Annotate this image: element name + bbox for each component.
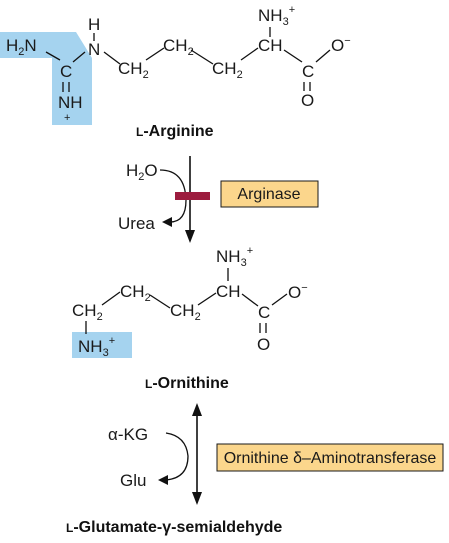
bond: [241, 293, 259, 307]
guanidino-highlight: [0, 32, 92, 125]
glu-label: Glu: [120, 471, 146, 490]
arg-nh3: NH3+: [258, 4, 295, 28]
orn-o-double: O: [257, 335, 270, 354]
orn-ch2-c: CH2: [170, 301, 201, 323]
bond: [103, 51, 121, 65]
regulation-bar: [175, 192, 210, 200]
arg-carboxyl-c: C: [302, 62, 314, 81]
akg-glu-curve: [165, 432, 189, 481]
orn-ch2-a: CH2: [72, 301, 103, 323]
glutamate-semialdehyde-name: L-Glutamate-γ-semialdehyde: [66, 519, 282, 536]
arg-o-double: O: [301, 91, 314, 110]
bond: [315, 49, 331, 63]
bond: [271, 293, 288, 306]
arg-alpha-ch: CH: [258, 36, 283, 55]
arg-ch2-a: CH2: [118, 59, 149, 81]
orn-carboxyl-c: C: [258, 303, 270, 322]
aminotransferase-step: α-KG Glu Ornithine δ–Aminotransferase: [108, 403, 444, 505]
ornithine-name: L-Ornithine: [145, 375, 229, 392]
aminotransferase-box: [216, 443, 444, 472]
bond: [283, 49, 303, 63]
bond: [240, 47, 259, 61]
bond: [72, 51, 86, 63]
urea-arrowhead: [162, 217, 172, 227]
bond: [45, 51, 61, 61]
bond: [197, 292, 217, 306]
arg-guanidino-c: C: [60, 62, 72, 81]
orn-alpha-ch: CH: [216, 282, 241, 301]
arrowhead-down: [192, 492, 202, 505]
arg-amide-n: N: [88, 40, 100, 59]
arginase-label: Arginase: [237, 186, 300, 203]
arginine-structure: H2N C H N NH + CH2 CH2 CH2 CH NH3+ C O−: [0, 4, 351, 125]
bond: [145, 47, 165, 61]
arg-h2n-label: H2N: [6, 36, 37, 58]
orn-side-nh3: NH3+: [78, 335, 115, 359]
arg-nh-label: NH: [58, 93, 83, 112]
akg-label: α-KG: [108, 425, 148, 444]
arg-nh-plus: +: [64, 112, 70, 124]
arg-amide-h: H: [88, 15, 100, 34]
glu-arrowhead: [158, 475, 168, 485]
arg-o-minus: O−: [331, 35, 351, 55]
arginine-name: L-Arginine: [136, 123, 214, 140]
arg-ch2-b: CH2: [163, 36, 194, 58]
aminotransferase-label: Ornithine δ–Aminotransferase: [224, 450, 437, 467]
bond: [149, 294, 171, 309]
urea-label: Urea: [118, 214, 155, 233]
water-label: H2O: [126, 161, 158, 183]
arrowhead-up: [192, 403, 202, 416]
arrowhead: [185, 230, 195, 243]
orn-o-minus: O−: [288, 282, 308, 302]
arg-ch2-c: CH2: [212, 59, 243, 81]
bond: [101, 291, 121, 306]
orn-nh3: NH3+: [216, 245, 253, 269]
urea-curve: [169, 199, 187, 223]
ornithine-amine-highlight: [72, 332, 132, 358]
bond: [190, 49, 214, 65]
arginase-step: H2O Urea Arginase: [118, 156, 319, 243]
ornithine-structure: NH3+ CH CH2 CH2 CH2 NH3+ C O− O: [72, 245, 308, 359]
arginase-box: [220, 180, 319, 208]
orn-ch2-b: CH2: [120, 282, 151, 304]
